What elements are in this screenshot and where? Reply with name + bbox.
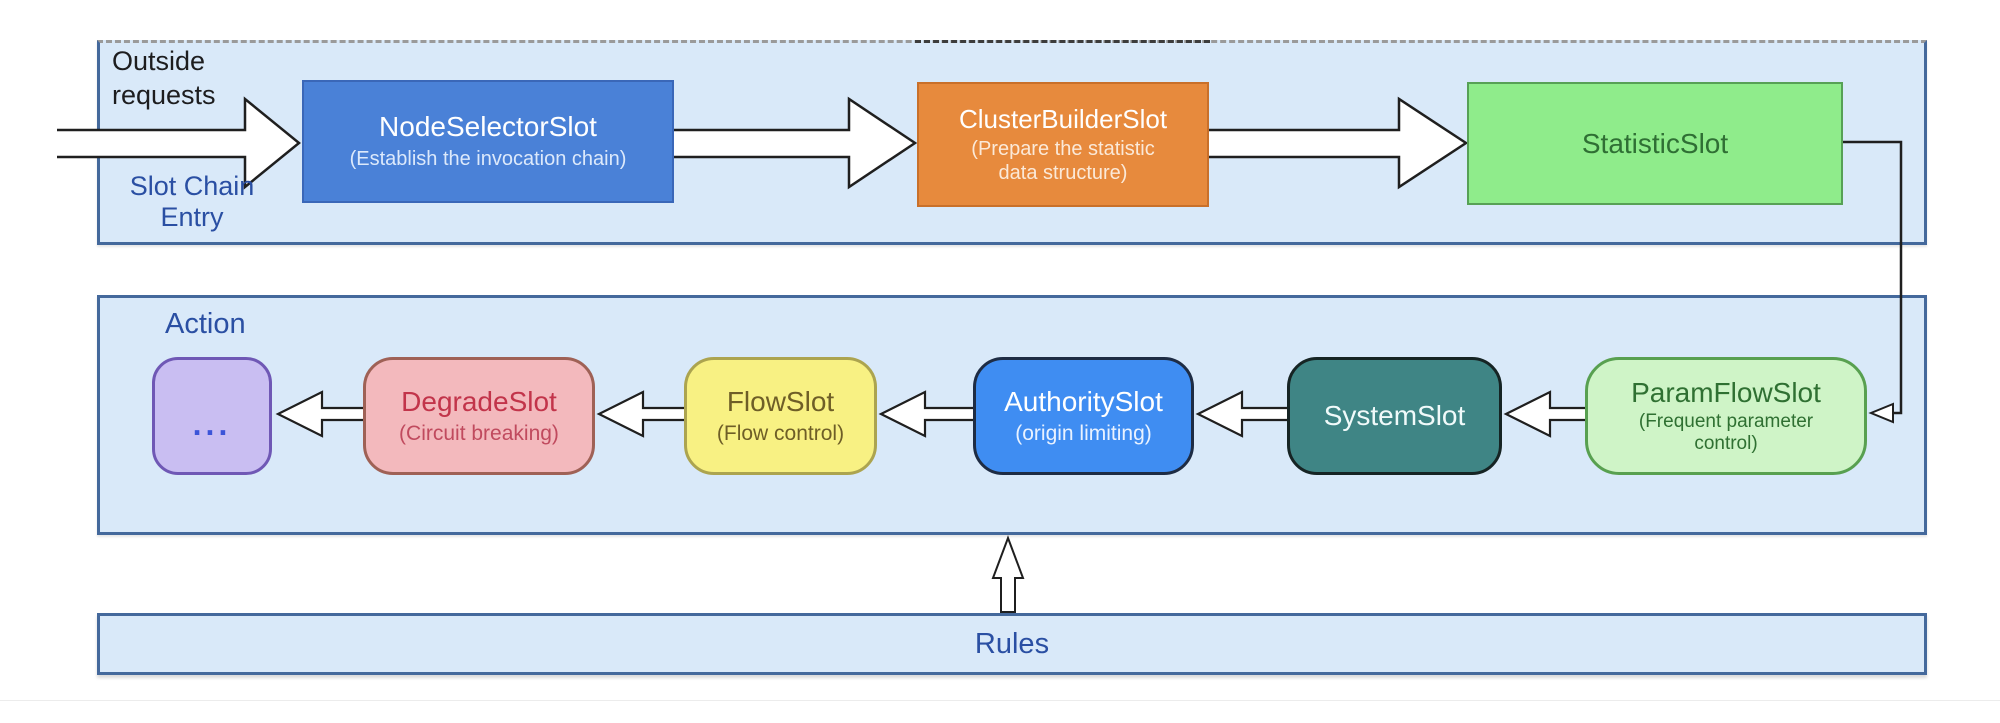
flow-slot-subtitle: (Flow control) <box>716 421 845 445</box>
statistic-slot-box: StatisticSlot <box>1467 82 1843 205</box>
rules-band: Rules <box>97 613 1927 675</box>
param-flow-slot-title: ParamFlowSlot <box>1631 376 1821 408</box>
outside-requests-label: Outside requests <box>112 46 216 110</box>
degrade-slot-title: DegradeSlot <box>401 385 557 417</box>
system-slot-box: SystemSlot <box>1287 357 1502 475</box>
degrade-slot-subtitle: (Circuit breaking) <box>399 421 559 445</box>
authority-slot-title: AuthoritySlot <box>1004 385 1163 417</box>
cluster-builder-slot-title: ClusterBuilderSlot <box>958 104 1168 134</box>
flow-slot-box: FlowSlot (Flow control) <box>684 357 877 475</box>
authority-slot-box: AuthoritySlot (origin limiting) <box>973 357 1194 475</box>
page-divider-line <box>0 700 2000 701</box>
system-slot-title: SystemSlot <box>1323 400 1466 431</box>
node-selector-slot-subtitle: (Establish the invocation chain) <box>349 148 627 170</box>
param-flow-slot-box: ParamFlowSlot (Frequent parameter contro… <box>1585 357 1867 475</box>
action-label: Action <box>165 308 246 340</box>
cluster-builder-slot-subtitle: (Prepare the statistic data structure) <box>971 138 1155 184</box>
authority-slot-subtitle: (origin limiting) <box>1015 421 1152 445</box>
ellipsis-slot-box: ... <box>152 357 272 475</box>
flow-slot-title: FlowSlot <box>726 385 835 417</box>
slot-chain-entry-label: Slot Chain Entry <box>129 171 255 232</box>
node-selector-slot-title: NodeSelectorSlot <box>379 111 597 142</box>
torn-edge-dash <box>915 40 1210 43</box>
cluster-builder-slot-box: ClusterBuilderSlot (Prepare the statisti… <box>917 82 1209 207</box>
rules-label: Rules <box>974 627 1050 660</box>
statistic-slot-title: StatisticSlot <box>1581 127 1729 159</box>
ellipsis-dots: ... <box>192 406 232 442</box>
param-flow-slot-subtitle: (Frequent parameter control) <box>1638 410 1814 454</box>
node-selector-slot-box: NodeSelectorSlot (Establish the invocati… <box>302 80 674 203</box>
rules-up-arrow <box>991 535 1025 613</box>
degrade-slot-box: DegradeSlot (Circuit breaking) <box>363 357 595 475</box>
